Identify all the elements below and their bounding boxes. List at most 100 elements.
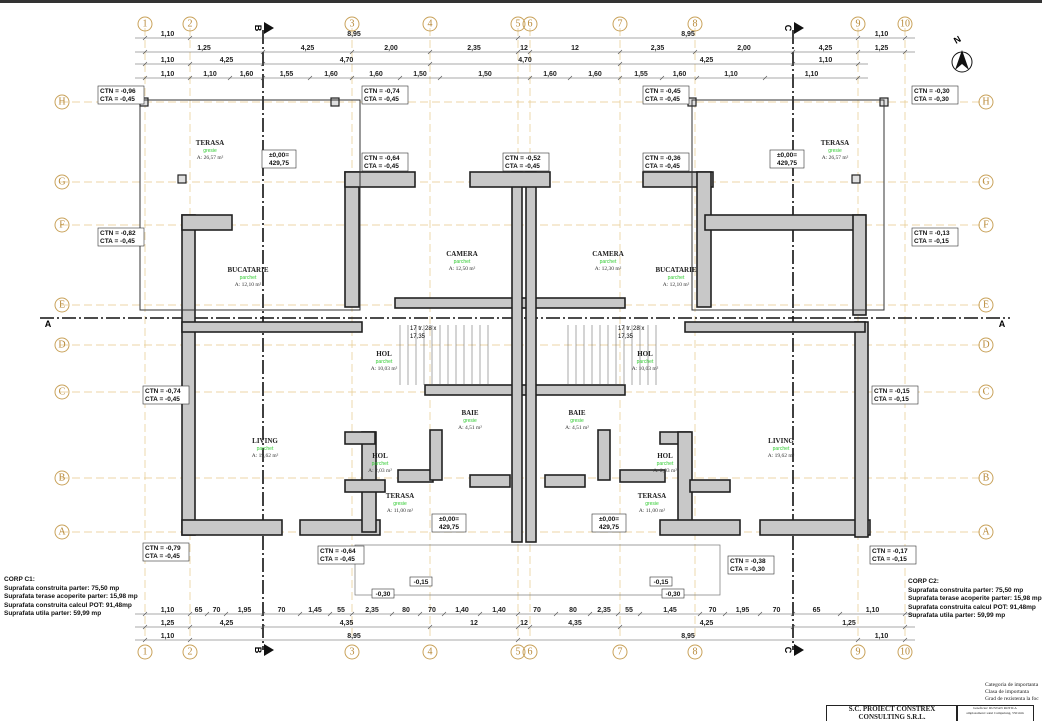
room-area: A: 11,00 m² <box>387 508 414 514</box>
cta-level: CTA = -0,15 <box>872 556 907 563</box>
dimension-label: 70 <box>213 607 221 614</box>
wall <box>855 322 868 537</box>
room-finish: parchet <box>257 446 274 452</box>
room-name: TERASA <box>386 492 414 500</box>
cta-level: CTA = -0,45 <box>505 163 540 170</box>
beneficiary-box: beneficiar: RUSTAN ROTICA amplasament: s… <box>956 705 1034 721</box>
wall <box>697 172 711 307</box>
dimension-label: 1,10 <box>805 71 819 78</box>
dimension-label: 1,25 <box>197 45 211 52</box>
dimension-label: 1,25 <box>161 620 175 627</box>
dimension-label: 4,25 <box>700 57 714 64</box>
section-marker-label: A <box>999 319 1006 329</box>
dimension-label: 1,55 <box>280 71 294 78</box>
wall <box>470 172 550 187</box>
dimension-label: 1,60 <box>324 71 338 78</box>
cta-level: CTA = -0,45 <box>320 556 355 563</box>
wall <box>512 172 522 542</box>
dimension-label: 1,25 <box>842 620 856 627</box>
dimension-label: 2,00 <box>384 45 398 52</box>
importance-info: Categoria de importanta Clasa de importa… <box>985 682 1039 703</box>
dimension-label: 1,60 <box>673 71 687 78</box>
dimension-label: 8,95 <box>347 633 361 640</box>
dimension-label: 2,35 <box>365 607 379 614</box>
wall <box>345 172 359 307</box>
cta-level: CTA = -0,45 <box>645 96 680 103</box>
room-name: TERASA <box>196 139 224 147</box>
room-name: LIVING <box>768 437 794 445</box>
wall <box>690 480 730 492</box>
dimension-label: 1,10 <box>161 607 175 614</box>
dimension-label: 1,60 <box>588 71 602 78</box>
room-name: HOL <box>376 350 392 358</box>
column <box>852 175 860 183</box>
stair-label: 17 tr. 28 x <box>618 326 644 332</box>
room-finish: gresie <box>828 148 842 154</box>
dimension-label: 1,10 <box>875 31 889 38</box>
ctn-level: CTN = -0,38 <box>730 558 766 565</box>
grid-axis-label: A <box>58 527 66 538</box>
dimension-label: 1,10 <box>866 607 880 614</box>
dimension-label: 1,10 <box>161 31 175 38</box>
dimension-label: 1,60 <box>369 71 383 78</box>
dimension-label: 2,00 <box>737 45 751 52</box>
dimension-label: 8,95 <box>681 31 695 38</box>
room-name: TERASA <box>821 139 849 147</box>
grid-axis-label: E <box>59 300 65 311</box>
grid-axis-label: 1 <box>143 647 148 658</box>
room-finish: gresie <box>203 148 217 154</box>
room-area: A: 26,57 m² <box>822 155 849 161</box>
corp-c1-line: Suprafata construita calcul POT: 91,48mp <box>4 602 138 611</box>
room-finish: parchet <box>637 359 654 365</box>
terrace-level: -0,30 <box>376 591 391 598</box>
dimension-label: 12 <box>571 45 579 52</box>
wall <box>182 215 195 535</box>
room-area: A: 26,57 m² <box>197 155 224 161</box>
dimension-label: 1,10 <box>203 71 217 78</box>
dimension-label: 1,50 <box>413 71 427 78</box>
room-name: BUCATARIE <box>656 266 697 274</box>
wall <box>526 172 536 542</box>
grid-axis-label: F <box>59 220 65 231</box>
room-area: A: 12,10 m² <box>235 282 262 288</box>
grid-axis-label: 9 <box>856 19 861 30</box>
section-marker-label: C <box>783 25 793 32</box>
room-finish: parchet <box>372 461 389 467</box>
section-arrow-icon <box>794 644 804 656</box>
cta-level: CTA = -0,45 <box>364 163 399 170</box>
corp-c2-summary: CORP C2: Suprafata construita parter: 75… <box>908 578 1042 621</box>
room-finish: parchet <box>454 259 471 265</box>
room-finish: parchet <box>657 461 674 467</box>
dimension-label: 70 <box>773 607 781 614</box>
dimension-label: 12 <box>470 620 478 627</box>
room-area: A: 12,30 m² <box>595 266 622 272</box>
corp-c2-line: Suprafata utila parter: 59,99 mp <box>908 612 1042 621</box>
wall <box>705 215 865 230</box>
dimension-label: 1,60 <box>543 71 557 78</box>
dimension-label: 1,95 <box>238 607 252 614</box>
section-arrow-icon <box>264 644 274 656</box>
wall <box>853 215 866 315</box>
elevation-value: 429,75 <box>777 160 797 167</box>
room-name: BAIE <box>568 409 585 417</box>
wall <box>425 385 625 395</box>
section-arrow-icon <box>794 22 804 34</box>
column <box>331 98 339 106</box>
dimension-label: 4,35 <box>568 620 582 627</box>
grid-axis-label: 4 <box>428 647 433 658</box>
room-area: A: 10,03 m² <box>632 366 659 372</box>
room-finish: gresie <box>393 501 407 507</box>
terrace-level: -0,15 <box>654 579 669 586</box>
grid-axis-label: E <box>983 300 989 311</box>
grid-axis-label: H <box>58 97 65 108</box>
stair-label: 17,35 <box>410 334 426 340</box>
dimension-label: 80 <box>569 607 577 614</box>
room-name: CAMERA <box>592 250 624 258</box>
elevation-mark: ±0,00= <box>269 152 289 159</box>
cta-level: CTA = -0,45 <box>645 163 680 170</box>
dimension-label: 4,25 <box>819 45 833 52</box>
wall <box>345 432 375 444</box>
dimension-label: 1,55 <box>634 71 648 78</box>
wall <box>685 322 865 332</box>
